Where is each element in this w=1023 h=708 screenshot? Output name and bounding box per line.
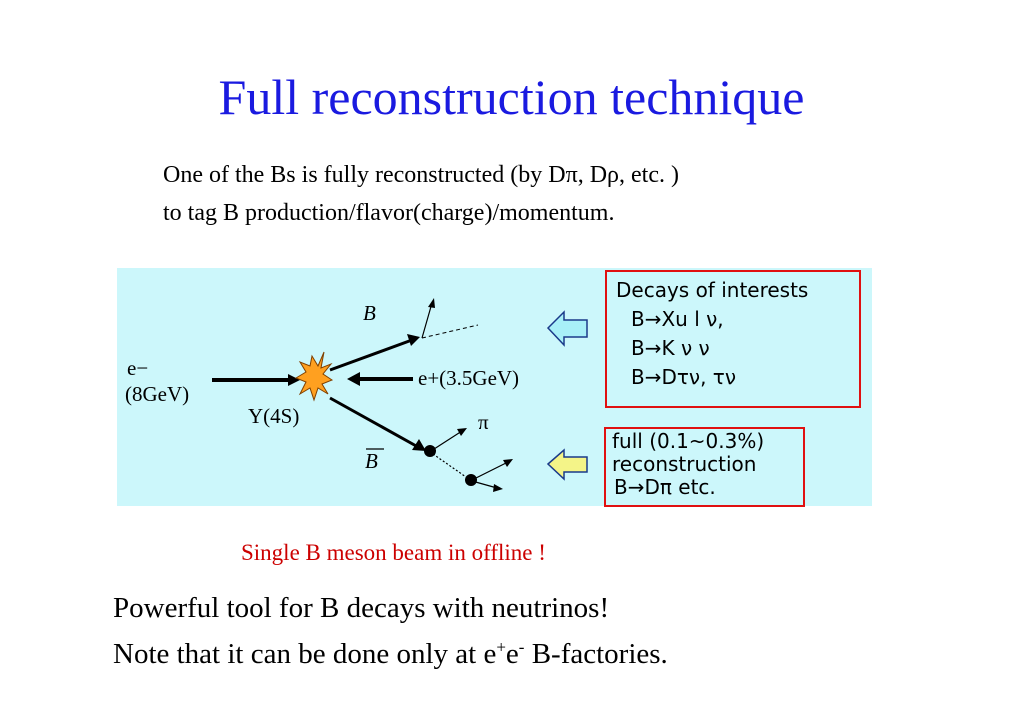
positron-superscript: + (496, 637, 506, 657)
pion-track (430, 430, 463, 452)
electron-beam-arrowhead (288, 374, 300, 386)
decays-of-interest-box: Decays of interests B→Xu l ν, B→K ν ν B→… (605, 270, 861, 408)
collision-burst-icon (294, 351, 334, 402)
vertex-track-1 (471, 461, 509, 481)
b-meson-label: B (363, 301, 376, 325)
electron-label: e− (127, 356, 149, 380)
bbar-track-line (329, 396, 419, 449)
interest-line-1: B→Xu l ν, (631, 307, 724, 331)
neutrino-track-dashed (421, 324, 479, 339)
interest-heading: Decays of interests (616, 278, 809, 302)
conclusion-line-2: Note that it can be done only at e+e- B-… (113, 638, 668, 671)
conclusion-line-1: Powerful tool for B decays with neutrino… (113, 592, 610, 624)
pointer-arrow-upper-icon (546, 310, 588, 347)
electron-energy-label: (8GeV) (125, 382, 190, 406)
interest-line-2: B→K ν ν (631, 336, 710, 360)
b-track-arrowhead (407, 334, 420, 346)
positron-beam-arrowhead (347, 372, 360, 386)
bbar-track-arrowhead (412, 439, 426, 451)
vertex-track-arrowhead-2 (493, 484, 503, 492)
single-b-beam-note: Single B meson beam in offline ! (241, 540, 546, 565)
pointer-arrow-lower-icon (546, 448, 588, 481)
intro-line-2: to tag B production/flavor(charge)/momen… (163, 200, 615, 226)
bbar-meson-label: B (365, 449, 378, 473)
vertex-track-2 (471, 480, 498, 489)
slide-title: Full reconstruction technique (218, 69, 805, 125)
second-vertex-dot (465, 474, 477, 486)
b-decay-arrowhead-1 (428, 298, 435, 308)
b-track-line (329, 338, 413, 372)
b-decay-track-1 (421, 302, 433, 339)
full-reconstruction-box: full (0.1~0.3%) reconstruction B→Dπ etc. (604, 427, 805, 507)
full-line-2: reconstruction (612, 452, 757, 476)
upsilon-label: Υ(4S) (248, 404, 300, 428)
conclusion-electron: e (505, 638, 519, 670)
full-line-1: full (0.1~0.3%) (612, 429, 765, 453)
d-flight-dotted (432, 453, 467, 478)
full-line-3: B→Dπ etc. (614, 475, 716, 499)
vertex-track-arrowhead-1 (503, 459, 513, 467)
pion-label: π (478, 410, 489, 434)
electron-superscript: - (518, 637, 525, 657)
interest-line-3: B→Dτν, τν (631, 365, 737, 389)
conclusion-line-2-end: B-factories. (524, 638, 668, 670)
pion-arrowhead (457, 428, 467, 436)
conclusion-line-2-start: Note that it can be done only at e (113, 638, 497, 670)
positron-label: e+(3.5GeV) (418, 366, 520, 390)
intro-line-1: One of the Bs is fully reconstructed (by… (163, 162, 679, 188)
